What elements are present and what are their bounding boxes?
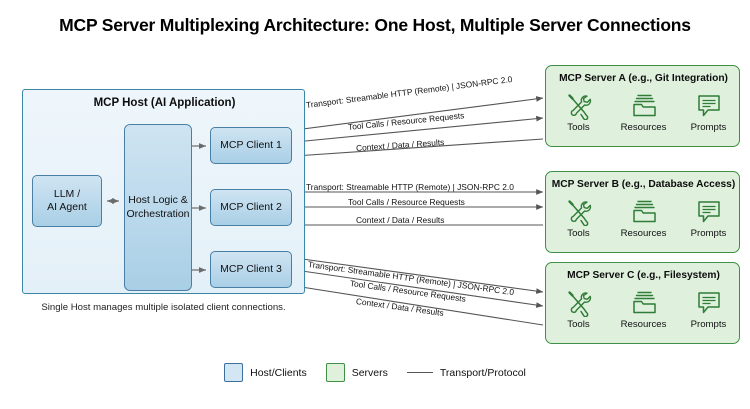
connection-group-b xyxy=(294,189,544,228)
capability-resources[interactable]: Resources xyxy=(614,198,674,239)
legend-label-transport: Transport/Protocol xyxy=(439,366,526,379)
capability-tools[interactable]: Tools xyxy=(549,289,609,330)
capability-resources-label: Resources xyxy=(620,122,667,133)
host-logic-orchestration-box[interactable]: Host Logic & Orchestration xyxy=(124,124,192,291)
capability-prompts[interactable]: Prompts xyxy=(679,289,739,330)
mcp-server-c-capabilities: Tools Resources Prompts xyxy=(546,289,741,330)
mcp-client-2-label: MCP Client 2 xyxy=(220,200,282,213)
mcp-server-b-capabilities: Tools Resources Prompts xyxy=(546,198,741,239)
orchestration-label-line2: Orchestration xyxy=(126,207,190,220)
mcp-server-a-box[interactable]: MCP Server A (e.g., Git Integration) Too… xyxy=(545,65,740,147)
speech-bubble-icon xyxy=(697,292,720,314)
mcp-server-a-title: MCP Server A (e.g., Git Integration) xyxy=(559,73,728,84)
legend-item-servers: Servers xyxy=(325,363,388,382)
legend: Host/Clients Servers Transport/Protocol xyxy=(0,363,750,382)
page-title: MCP Server Multiplexing Architecture: On… xyxy=(59,15,691,35)
legend-label-servers: Servers xyxy=(351,366,388,379)
capability-resources-label: Resources xyxy=(620,319,667,330)
connection-group-a xyxy=(294,96,544,159)
llm-label-line2: AI Agent xyxy=(47,201,87,213)
capability-tools[interactable]: Tools xyxy=(549,198,609,239)
capability-tools-label: Tools xyxy=(567,319,590,330)
capability-resources[interactable]: Resources xyxy=(614,92,674,133)
llm-label: LLM / AI Agent xyxy=(47,188,87,214)
mcp-server-a-capabilities: Tools Resources Prompts xyxy=(546,92,741,133)
llm-ai-agent-box[interactable]: LLM / AI Agent xyxy=(32,175,102,227)
capability-resources-label: Resources xyxy=(620,228,667,239)
legend-item-transport: Transport/Protocol xyxy=(406,366,526,379)
folder-icon xyxy=(632,94,656,117)
legend-label-host-clients: Host/Clients xyxy=(250,366,307,379)
host-caption: Single Host manages multiple isolated cl… xyxy=(41,302,286,313)
tools-icon xyxy=(567,200,591,226)
connection-b-label-results: Context / Data / Results xyxy=(356,215,445,225)
orchestration-label-line1: Host Logic & xyxy=(128,194,188,207)
orchestration-label: Host Logic & Orchestration xyxy=(126,194,189,220)
capability-tools[interactable]: Tools xyxy=(549,92,609,133)
capability-prompts-label: Prompts xyxy=(690,319,727,330)
connection-b-label-requests: Tool Calls / Resource Requests xyxy=(348,197,465,207)
legend-line-transport xyxy=(406,372,433,373)
mcp-server-b-title: MCP Server B (e.g., Database Access) xyxy=(551,179,736,190)
folder-icon xyxy=(632,200,656,223)
mcp-server-c-title: MCP Server C (e.g., Filesystem) xyxy=(567,270,720,281)
llm-label-line1: LLM / xyxy=(53,187,81,200)
tools-icon xyxy=(567,94,591,120)
speech-bubble-icon xyxy=(697,95,720,117)
host-title: MCP Host (AI Application) xyxy=(93,97,236,109)
legend-item-host-clients: Host/Clients xyxy=(224,363,307,382)
folder-icon xyxy=(632,291,656,314)
legend-swatch-host-clients xyxy=(224,363,244,382)
capability-prompts[interactable]: Prompts xyxy=(679,92,739,133)
mcp-client-3-box[interactable]: MCP Client 3 xyxy=(210,251,292,288)
mcp-client-1-label: MCP Client 1 xyxy=(220,138,282,151)
connection-group-c xyxy=(294,257,544,326)
mcp-server-c-box[interactable]: MCP Server C (e.g., Filesystem) Tools Re… xyxy=(545,262,740,344)
speech-bubble-icon xyxy=(697,201,720,223)
capability-prompts[interactable]: Prompts xyxy=(679,198,739,239)
capability-tools-label: Tools xyxy=(567,122,590,133)
capability-resources[interactable]: Resources xyxy=(614,289,674,330)
connection-b-label-transport: Transport: Streamable HTTP (Remote) | JS… xyxy=(306,182,514,192)
tools-icon xyxy=(567,291,591,317)
capability-tools-label: Tools xyxy=(567,228,590,239)
capability-prompts-label: Prompts xyxy=(690,122,727,133)
mcp-client-2-box[interactable]: MCP Client 2 xyxy=(210,189,292,226)
legend-swatch-servers xyxy=(325,363,345,382)
mcp-client-3-label: MCP Client 3 xyxy=(220,262,282,275)
capability-prompts-label: Prompts xyxy=(690,228,727,239)
mcp-server-b-box[interactable]: MCP Server B (e.g., Database Access) Too… xyxy=(545,171,740,253)
mcp-client-1-box[interactable]: MCP Client 1 xyxy=(210,127,292,164)
